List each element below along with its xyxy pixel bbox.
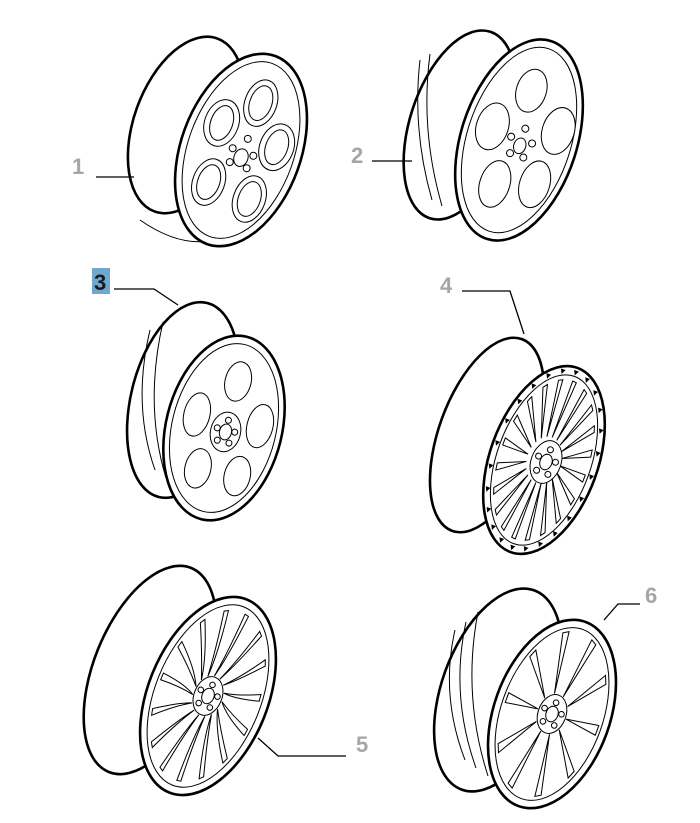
wheel-6-spoke xyxy=(565,718,600,736)
wheel-6[interactable] xyxy=(409,571,640,823)
callout-3-highlight xyxy=(92,268,110,294)
wheel-2[interactable] xyxy=(382,16,606,256)
wheel-5-spoke xyxy=(221,701,249,737)
wheel-4-rivet xyxy=(589,474,595,480)
callout-label-4: 4 xyxy=(440,273,453,298)
wheel-4-spoke xyxy=(546,379,564,437)
wheel-4-spoke xyxy=(512,414,532,448)
wheel-5-spoke xyxy=(213,613,250,677)
callout-3[interactable]: 3 xyxy=(92,268,179,306)
wheel-4-spoke xyxy=(526,395,537,443)
wheel-4-spoke xyxy=(540,383,549,439)
wheel-4-spoke xyxy=(500,479,532,532)
callout-4[interactable]: 4 xyxy=(440,273,525,335)
wheel-5[interactable] xyxy=(57,547,303,815)
wheel-4-rivet xyxy=(574,369,579,376)
wheel-6-spoke xyxy=(562,639,597,698)
wheel-4-rivet xyxy=(510,544,516,551)
wheel-4-spoke xyxy=(524,483,542,541)
wheel-4-rivet xyxy=(585,377,590,383)
callout-label-1: 1 xyxy=(72,154,84,179)
wheel-4-spoke xyxy=(494,474,529,517)
wheel-4-rivet xyxy=(567,515,572,522)
wheel-6-spoke xyxy=(553,631,570,694)
wheel-4-spoke xyxy=(551,477,562,525)
wheel-4-rivets xyxy=(485,368,604,552)
wheel-5-spoke xyxy=(223,692,262,702)
wheel-4-rivet xyxy=(531,383,537,389)
wheel-5-spoke xyxy=(207,609,230,677)
wheel-4-spoke xyxy=(502,437,529,455)
wheel-5-spoke xyxy=(160,672,194,695)
callout-label-6: 6 xyxy=(645,583,657,608)
wheel-4-rivet xyxy=(505,418,510,424)
wheel-4-rivet xyxy=(495,440,501,446)
wheel-6-spoke xyxy=(534,734,551,797)
wheel-6-spokes xyxy=(497,631,607,797)
callout-label-2: 2 xyxy=(351,143,363,168)
wheel-5-spoke xyxy=(177,640,197,687)
wheel-4-spoke xyxy=(539,481,548,537)
wheel-4-rivet xyxy=(523,546,529,552)
callout-6[interactable]: 6 xyxy=(603,583,657,621)
wheel-4-rivet xyxy=(538,541,543,548)
wheel-4-spoke xyxy=(493,468,527,496)
wheel-6-spoke xyxy=(507,730,542,789)
wheel-6-spoke xyxy=(558,729,575,780)
wheel-6-spoke xyxy=(497,721,537,754)
wheel-4-rivet xyxy=(560,368,566,374)
wheel-4-rivet xyxy=(488,463,494,469)
wheel-4-rivet xyxy=(486,506,492,513)
wheel-4-spoke xyxy=(551,380,577,438)
wheel-5-spoke xyxy=(198,714,212,780)
wheel-6-spoke xyxy=(504,692,539,710)
wheel-4-rivet xyxy=(485,486,491,492)
wheel-5-spoke xyxy=(150,709,195,749)
wheel-5-spoke xyxy=(199,618,206,681)
wheel-4-rivet xyxy=(595,451,601,457)
wheel-4-spokes xyxy=(493,379,595,541)
wheel-4-rivet xyxy=(598,428,604,434)
wheel-4-rivet xyxy=(546,373,552,379)
callout-5[interactable]: 5 xyxy=(257,732,368,757)
wheel-4-spoke xyxy=(561,449,593,460)
wheel-5-spoke xyxy=(219,630,263,680)
wheel-5-spoke xyxy=(159,714,200,772)
wheel-4-spoke xyxy=(495,460,527,471)
callout-label-5: 5 xyxy=(356,732,368,757)
callout-label-3: 3 xyxy=(94,270,106,295)
wheel-4-spoke xyxy=(559,465,586,483)
wheel-5-spokes xyxy=(150,609,266,782)
wheel-6-spoke xyxy=(567,674,607,707)
wheel-4-rivet xyxy=(579,496,585,502)
wheel-4-rivet xyxy=(499,537,505,543)
callout-2[interactable]: 2 xyxy=(351,143,412,168)
wheel-4-rivet xyxy=(491,524,496,530)
wheel-4-rivet xyxy=(598,407,603,414)
wheel-4-spoke xyxy=(561,424,595,452)
wheel-3[interactable] xyxy=(108,290,303,533)
wheel-4-spoke xyxy=(556,472,576,506)
callout-1[interactable]: 1 xyxy=(72,154,134,179)
wheel-5-spoke xyxy=(222,658,266,686)
wheel-4-rivet xyxy=(593,390,599,396)
wheel-6-spoke xyxy=(529,648,546,699)
wheel-4-rivet xyxy=(553,531,558,537)
wheel-4-spoke xyxy=(556,388,588,441)
wheel-5-spoke xyxy=(216,708,228,764)
wheel-4[interactable] xyxy=(407,323,628,571)
wheel-4-spoke xyxy=(559,403,594,446)
wheel-1[interactable] xyxy=(106,21,332,265)
wheel-4-rivet xyxy=(517,398,523,405)
wheel-5-spoke xyxy=(150,702,193,717)
wheel-4-spoke xyxy=(511,482,537,540)
wheel-5-spoke xyxy=(176,716,206,782)
